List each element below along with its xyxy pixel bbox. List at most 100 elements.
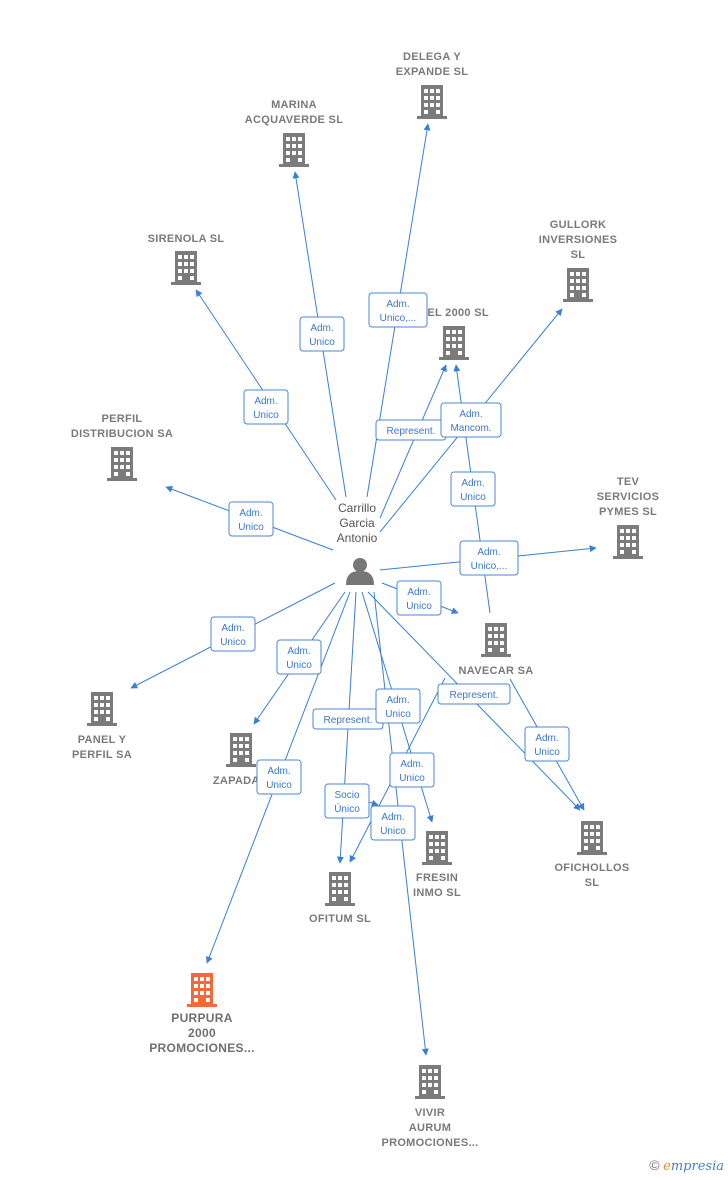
company-label-tev-line-1: TEV (617, 476, 640, 488)
edge-label-e-oficholllos[interactable]: Adm.Unico (524, 726, 570, 762)
company-label-panelyperfil-line-2: PERFIL SA (72, 749, 132, 761)
edge-label-e-vivir[interactable]: Adm.Unico (370, 805, 416, 841)
edge-label-text: Mancom. (450, 423, 491, 434)
edge-label-box (450, 471, 496, 507)
edge-label-e-panel2000[interactable]: Represent. (375, 419, 447, 441)
copyright-icon: © (649, 1157, 660, 1173)
building-icon (563, 268, 593, 302)
edge-label-e-perfil[interactable]: Adm.Unico (228, 501, 274, 537)
edge-label-box (210, 616, 256, 652)
company-label-delega-line-2: EXPANDE SL (396, 66, 468, 78)
company-label-purpura-line-2: 2000 (188, 1026, 216, 1040)
edge-label-text: Unico (286, 660, 312, 671)
edge-label-box (396, 580, 442, 616)
company-label-oficholllos-line-1: OFICHOLLOS (554, 862, 629, 874)
edge-label-text: Unico (460, 492, 486, 503)
edge-label-e-delega[interactable]: Adm.Unico,... (368, 292, 428, 328)
edge-label-text: Represent. (324, 715, 373, 726)
edge-label-box (228, 501, 274, 537)
building-icon (481, 623, 511, 657)
edge-label-text: Adm. (386, 695, 409, 706)
edge-label-text: Represent. (450, 690, 499, 701)
edge-label-text: Unico (253, 410, 279, 421)
edge-label-e-navecar-panel[interactable]: Adm. Unico (450, 471, 496, 507)
edge-label-box (276, 639, 322, 675)
edge-label-text: Único (334, 802, 360, 815)
edge-label-e-sirenola[interactable]: Adm. Unico (243, 389, 289, 425)
company-label-gullork-line-2: INVERSIONES (539, 234, 618, 246)
edge-label-text: Adm. (381, 812, 404, 823)
company-node-zapadam[interactable]: ZAPADAM (213, 733, 269, 787)
building-icon (107, 447, 137, 481)
edge-label-box (524, 726, 570, 762)
company-label-tev-line-3: PYMES SL (599, 506, 657, 518)
edge-label-box (440, 402, 502, 438)
edge-label-e-navecar-ofi[interactable]: Represent. (437, 683, 511, 705)
edge-label-text: Unico (406, 601, 432, 612)
edge-label-box (459, 540, 519, 576)
edge-label-text: Adm. (461, 478, 484, 489)
company-label-panelyperfil-line-1: PANEL Y (78, 734, 127, 746)
company-label-purpura-line-1: PURPURA (171, 1011, 232, 1025)
edge-label-box (437, 683, 511, 705)
edge-label-text: Adm. (254, 396, 277, 407)
building-icon (417, 85, 447, 119)
company-label-zapadam-line-1: ZAPADAM (213, 775, 269, 787)
edge-label-text: Adm. (287, 646, 310, 657)
edge-label-e-navecar[interactable]: Adm.Unico (396, 580, 442, 616)
person-label-line-3: Antonio (337, 531, 378, 545)
company-node-panelyperfil[interactable]: PANEL Y PERFIL SA (72, 692, 132, 761)
building-icon (187, 973, 217, 1007)
edge-label-box (243, 389, 289, 425)
edge-label-e-marina[interactable]: Adm.Unico (299, 316, 345, 352)
brand-text: mpresia (670, 1159, 724, 1174)
company-node-purpura[interactable]: PURPURA2000PROMOCIONES... (149, 973, 255, 1055)
building-icon (577, 821, 607, 855)
company-node-ofitum[interactable]: OFITUM SL (309, 872, 371, 925)
company-label-vivir-line-2: AURUM (409, 1122, 451, 1134)
edge-label-text: Adm. (459, 409, 482, 420)
company-node-panel2000[interactable]: NEL 2000 SL (419, 307, 489, 360)
edge-label-e-zapadam[interactable]: Adm. Unico (276, 639, 322, 675)
edge-label-e-panelyperfil[interactable]: Adm. Unico (210, 616, 256, 652)
company-label-vivir-line-1: VIVIR (415, 1107, 445, 1119)
edge-label-box (324, 783, 370, 819)
company-label-ofitum-line-1: OFITUM SL (309, 913, 371, 925)
edge-label-box (299, 316, 345, 352)
edge-label-box (256, 759, 302, 795)
edge-label-e-tev[interactable]: Adm.Unico,... (459, 540, 519, 576)
person-node[interactable]: Carrillo Garcia Antonio (337, 501, 378, 585)
company-node-vivir[interactable]: VIVIRAURUMPROMOCIONES... (381, 1065, 478, 1149)
company-label-panel2000-line-1: NEL 2000 SL (419, 307, 489, 319)
edge-label-text: Represent. (387, 426, 436, 437)
edge-label-e-gullork[interactable]: Adm. Mancom. (440, 402, 502, 438)
company-label-sirenola-line-1: SIRENOLA SL (148, 233, 225, 245)
company-label-gullork-line-1: GULLORK (550, 219, 606, 231)
edge-label-box (375, 688, 421, 724)
edge-label-e-fresin[interactable]: Adm.Unico (375, 688, 421, 724)
edge-label-text: Unico (220, 637, 246, 648)
company-label-tev-line-2: SERVICIOS (597, 491, 659, 503)
edge-label-text: Unico (309, 337, 335, 348)
company-node-navecar[interactable]: NAVECAR SA (459, 623, 534, 677)
edge-label-e-navecar-ofitum[interactable]: Adm.Unico (389, 752, 435, 788)
company-node-sirenola[interactable]: SIRENOLA SL (148, 233, 225, 285)
edge-label-e-purpura[interactable]: Adm.Unico (256, 759, 302, 795)
building-icon (613, 525, 643, 559)
edge-label-text: Adm. (386, 299, 409, 310)
edge-label-text: Adm. (267, 766, 290, 777)
person-icon (346, 558, 374, 585)
edge-label-text: Adm. (221, 623, 244, 634)
edge-label-e-ofitum-rep[interactable]: Represent. (312, 708, 384, 730)
edge-label-box (370, 805, 416, 841)
company-node-tev[interactable]: TEV SERVICIOS PYMES SL (597, 476, 659, 559)
